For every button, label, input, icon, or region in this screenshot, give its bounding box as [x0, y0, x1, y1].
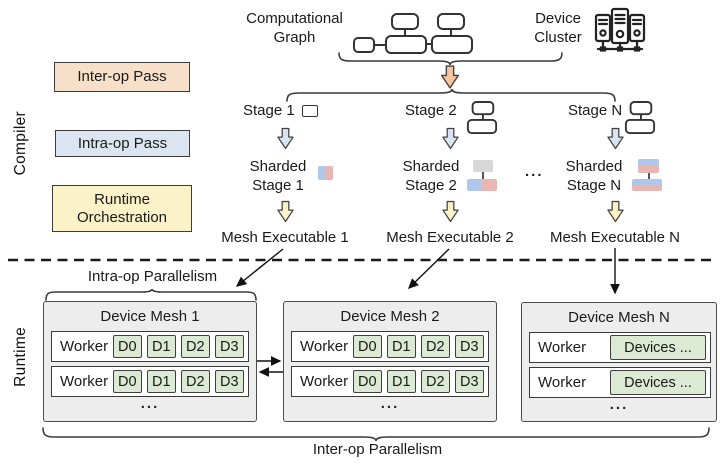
computational-graph-label: Computational Graph [246, 10, 343, 46]
worker-label: Worker [60, 373, 109, 390]
inter-op-brace [42, 427, 710, 442]
device-cell: D3 [214, 335, 244, 358]
stages-ellipsis: ... [525, 163, 544, 180]
runtime-arrow-1-icon [277, 200, 294, 223]
runtime-arrow-n-icon [607, 200, 624, 223]
device-mesh-1: Device Mesh 1 Worker D0 D1 D2 D3 Worker … [43, 301, 257, 422]
exec1-to-mesh1-arrow [235, 248, 284, 287]
mesh1-worker-row-2: Worker D0 D1 D2 D3 [51, 366, 249, 397]
computational-graph-icon [353, 13, 473, 54]
mesh-executable-1-label: Mesh Executable 1 [221, 229, 349, 246]
device-cell: D1 [386, 370, 417, 393]
intra-op-arrow-2-icon [442, 127, 459, 150]
mesh2-worker-row-2: Worker D0 D1 D2 D3 [291, 366, 489, 397]
inter-op-arrow-icon [440, 65, 460, 89]
worker-label: Worker [300, 373, 349, 390]
meshn-worker-row-1: Worker Devices ... [529, 332, 711, 363]
mesh2-worker-row-1: Worker D0 D1 D2 D3 [291, 331, 489, 362]
sharded-stage-1-label: Sharded Stage 1 [249, 158, 307, 194]
runtime-side-label: Runtime [12, 327, 29, 387]
intra-op-pass-box: Intra-op Pass [55, 130, 190, 157]
device-cell: D3 [454, 335, 484, 358]
stage-2-op-icon [466, 101, 498, 134]
worker-label: Worker [538, 374, 587, 391]
device-cell: D3 [454, 370, 484, 393]
intra-op-brace [45, 288, 257, 301]
worker-label: Worker [300, 338, 349, 355]
device-cell: D1 [146, 335, 177, 358]
inter-op-pass-box: Inter-op Pass [54, 62, 190, 92]
exec2-to-mesh2-arrow [407, 248, 450, 289]
device-cell: D0 [352, 370, 383, 393]
device-cell: D2 [420, 370, 451, 393]
mesh-executable-n-label: Mesh Executable N [549, 229, 681, 246]
device-cell: D2 [180, 370, 211, 393]
stages-brace [286, 88, 616, 102]
stage-n-label: Stage N [568, 102, 623, 119]
device-cell: D0 [352, 335, 383, 358]
sharded-stage-n-label: Sharded Stage N [565, 158, 623, 194]
stage-1-label: Stage 1 [243, 102, 295, 119]
devices-wide-cell: Devices ... [610, 370, 706, 395]
devices-wide-cell: Devices ... [610, 335, 706, 360]
device-mesh-1-title: Device Mesh 1 [100, 308, 200, 325]
mesh1-ellipsis: ... [140, 395, 160, 412]
sharded-stage-2-icon [465, 159, 499, 192]
stage-n-op-icon [624, 101, 656, 134]
sharded-stage-2-label: Sharded Stage 2 [402, 158, 460, 194]
inputs-brace [338, 52, 563, 66]
sharded-stage-n-icon [630, 159, 664, 192]
device-mesh-n-title: Device Mesh N [568, 309, 670, 326]
intra-op-parallelism-label: Intra-op Parallelism [87, 268, 218, 285]
device-cell: D1 [386, 335, 417, 358]
worker-label: Worker [60, 338, 109, 355]
stage-1-row: Stage 1 [243, 102, 318, 119]
device-cell: D0 [112, 335, 143, 358]
device-cell: D2 [420, 335, 451, 358]
inter-op-parallelism-label: Inter-op Parallelism [312, 441, 443, 458]
worker-label: Worker [538, 339, 587, 356]
sharded-stage-1-icon [318, 166, 333, 180]
device-cell: D1 [146, 370, 177, 393]
runtime-orchestration-box: Runtime Orchestration [52, 185, 192, 232]
compiler-side-label: Compiler [12, 111, 29, 176]
stage-1-op-icon [301, 104, 318, 117]
mesh2-ellipsis: ... [380, 395, 400, 412]
stage-2-label: Stage 2 [405, 102, 457, 119]
mesh1-worker-row-1: Worker D0 D1 D2 D3 [51, 331, 249, 362]
intra-op-arrow-n-icon [607, 127, 624, 150]
device-cell: D3 [214, 370, 244, 393]
meshn-ellipsis: ... [609, 396, 629, 413]
meshn-worker-row-2: Worker Devices ... [529, 367, 711, 398]
device-cluster-label: Device Cluster [534, 10, 582, 46]
device-mesh-n: Device Mesh N Worker Devices ... Worker … [521, 302, 717, 422]
device-cell: D0 [112, 370, 143, 393]
runtime-arrow-2-icon [442, 200, 459, 223]
device-mesh-2-title: Device Mesh 2 [340, 308, 440, 325]
device-mesh-2: Device Mesh 2 Worker D0 D1 D2 D3 Worker … [283, 301, 497, 422]
device-cluster-icon [594, 7, 646, 52]
device-cell: D2 [180, 335, 211, 358]
intra-op-arrow-1-icon [277, 127, 294, 150]
mesh-executable-2-label: Mesh Executable 2 [386, 229, 514, 246]
